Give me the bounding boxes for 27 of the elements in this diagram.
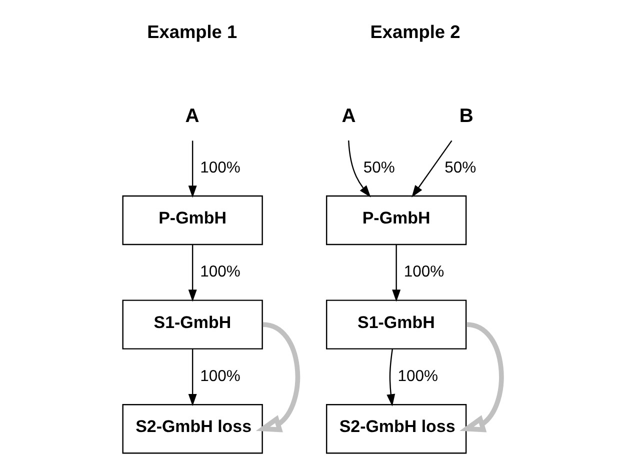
edge-label: 50% [444,159,476,176]
arrow [348,140,370,198]
node-text: B [458,104,473,127]
label: Example 2 [370,22,460,42]
edge-label: 50% [362,159,394,176]
arrow [411,140,452,198]
arrow [392,244,400,302]
arrow [459,322,504,432]
arrow [255,322,300,432]
edge-label: 100% [397,368,438,385]
node-text: A [184,104,199,127]
node-text: A [341,104,356,127]
edge-label: 100% [200,368,240,385]
arrow [188,140,196,198]
node-box: S2-GmbH loss [325,404,466,454]
node-box: S2-GmbH loss [122,404,262,454]
node-box: S1-GmbH [325,300,466,350]
node-box: P-GmbH [325,195,466,246]
label: Example 1 [146,22,237,42]
node-box: P-GmbH [122,195,262,246]
arrow [188,244,196,302]
arrow [188,348,196,406]
node-box: S1-GmbH [122,300,262,350]
arrow [386,348,395,406]
edge-label: 100% [200,159,240,176]
edge-label: 100% [403,264,444,281]
edge-label: 100% [200,264,240,281]
